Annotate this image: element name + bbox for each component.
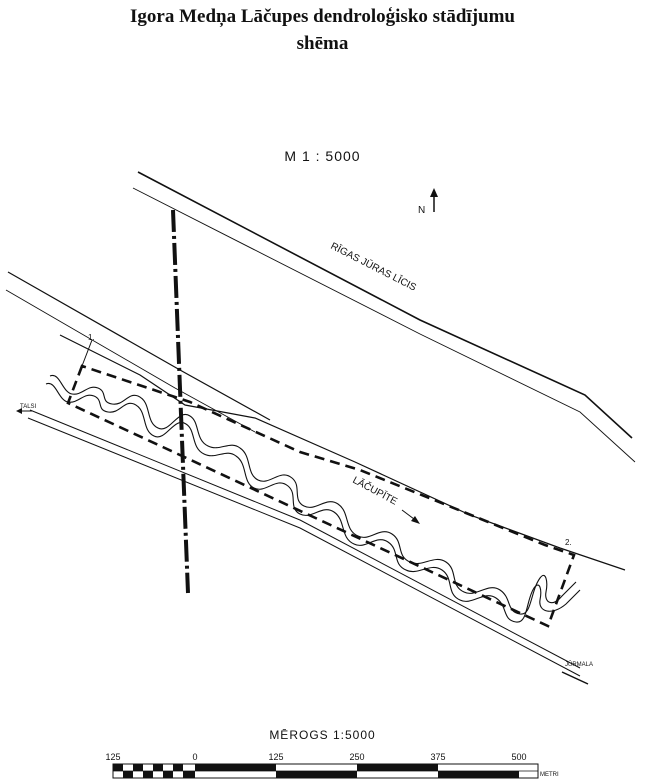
point-2-label: 2. <box>565 538 572 547</box>
talsi-label: TALSI <box>20 404 37 410</box>
dune-line-lower <box>5 289 256 433</box>
transmission-line <box>171 209 190 594</box>
scale-unit-label: METRI <box>540 772 559 778</box>
scale-bar-title: MĒROGS 1:5000 <box>269 728 376 742</box>
plantation-boundary <box>66 364 576 628</box>
scale-tick-label: 125 <box>268 752 283 762</box>
sea-label: RĪGAS JŪRAS LĪCIS <box>329 240 419 294</box>
river-bank-line <box>59 334 626 571</box>
scale-tick-label: 375 <box>430 752 445 762</box>
point-1-pointer <box>81 339 93 367</box>
coastline-outer <box>137 171 633 439</box>
railway-line-upper <box>29 409 581 669</box>
north-label: N <box>418 205 425 216</box>
scale-tick-label: 250 <box>349 752 364 762</box>
river-flow-arrow-icon <box>401 509 420 524</box>
coastline-inner <box>132 187 636 463</box>
river-label: LĀČUPĪTE <box>351 473 401 508</box>
jurmala-label: JŪRMALA <box>565 661 593 668</box>
map-title-line-2: shēma <box>296 33 349 54</box>
map-title-line-1: Igora Medņa Lāčupes dendroloģisko stādīj… <box>130 6 515 27</box>
jurmala-direction-arrow-icon <box>561 671 589 685</box>
point-1-label: 1. <box>88 333 95 342</box>
north-arrow-icon <box>430 188 438 212</box>
river-bank-b <box>45 382 581 623</box>
scale-bar <box>112 763 539 779</box>
scale-tick-label: 0 <box>192 752 197 762</box>
dune-line-upper <box>7 271 271 421</box>
talsi-direction-arrow-icon <box>16 408 32 414</box>
railway-line-lower <box>27 417 581 677</box>
river-bank-a <box>49 374 577 615</box>
map-scale-ratio: M 1 : 5000 <box>284 148 361 164</box>
scale-tick-label: 125 <box>105 752 120 762</box>
scale-tick-label: 500 <box>511 752 526 762</box>
